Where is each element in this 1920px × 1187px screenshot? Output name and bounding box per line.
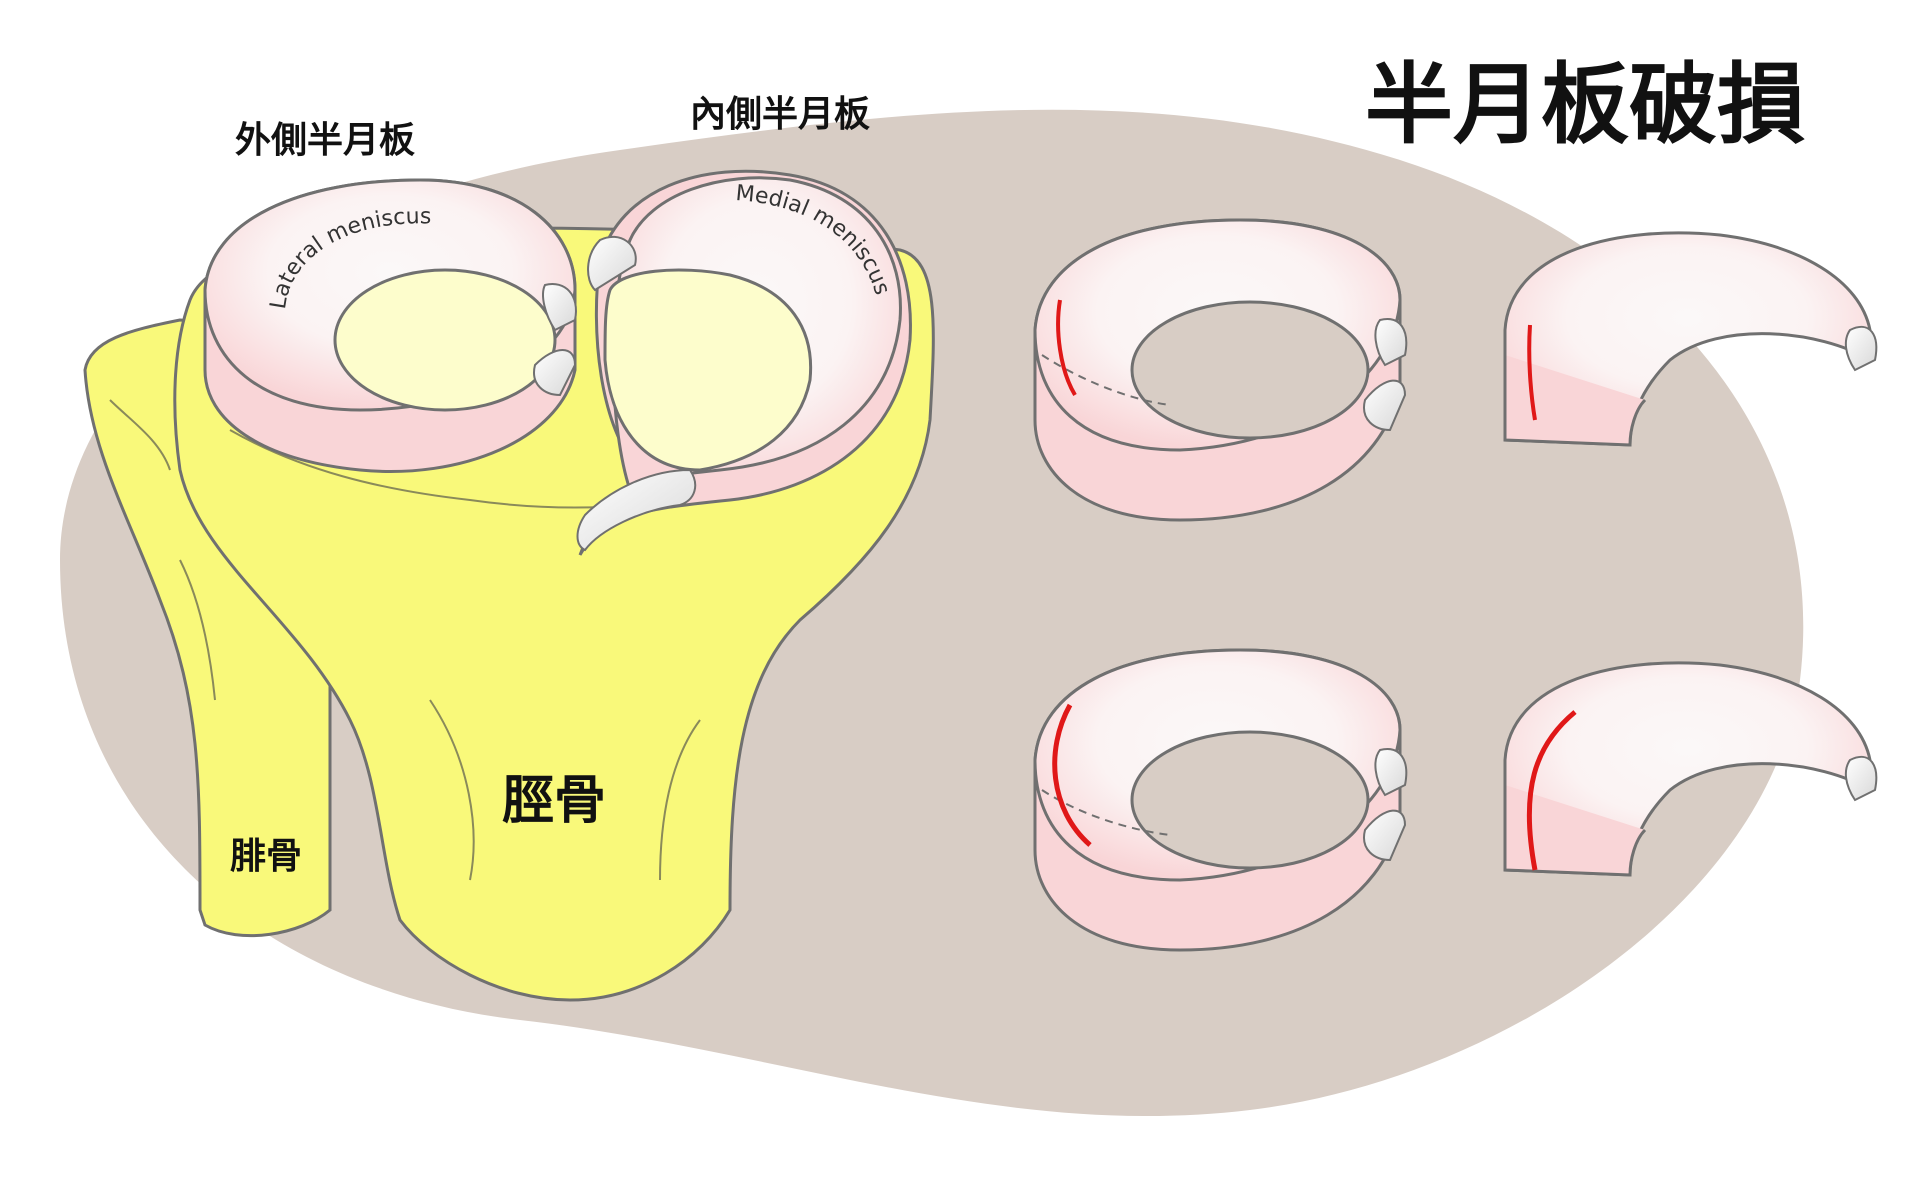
tear-ring-short (1033, 218, 1408, 522)
tear-mark (1052, 703, 1092, 847)
tear-ring-long (1033, 648, 1408, 952)
tear-mark (1526, 710, 1577, 871)
fibula-label: 腓骨 (230, 836, 302, 877)
tear-mark (1527, 324, 1537, 421)
medial-meniscus (576, 169, 912, 556)
tibia-label: 脛骨 (502, 771, 606, 831)
tear-section-long (1503, 661, 1878, 877)
lateral-meniscus-label: 外側半月板 (235, 120, 415, 161)
medial-meniscus-label: 內側半月板 (690, 94, 870, 135)
page-title: 半月板破損 (1365, 53, 1805, 156)
lateral-meniscus (203, 178, 577, 473)
tear-section-short (1503, 231, 1878, 447)
tear-mark (1056, 299, 1077, 397)
